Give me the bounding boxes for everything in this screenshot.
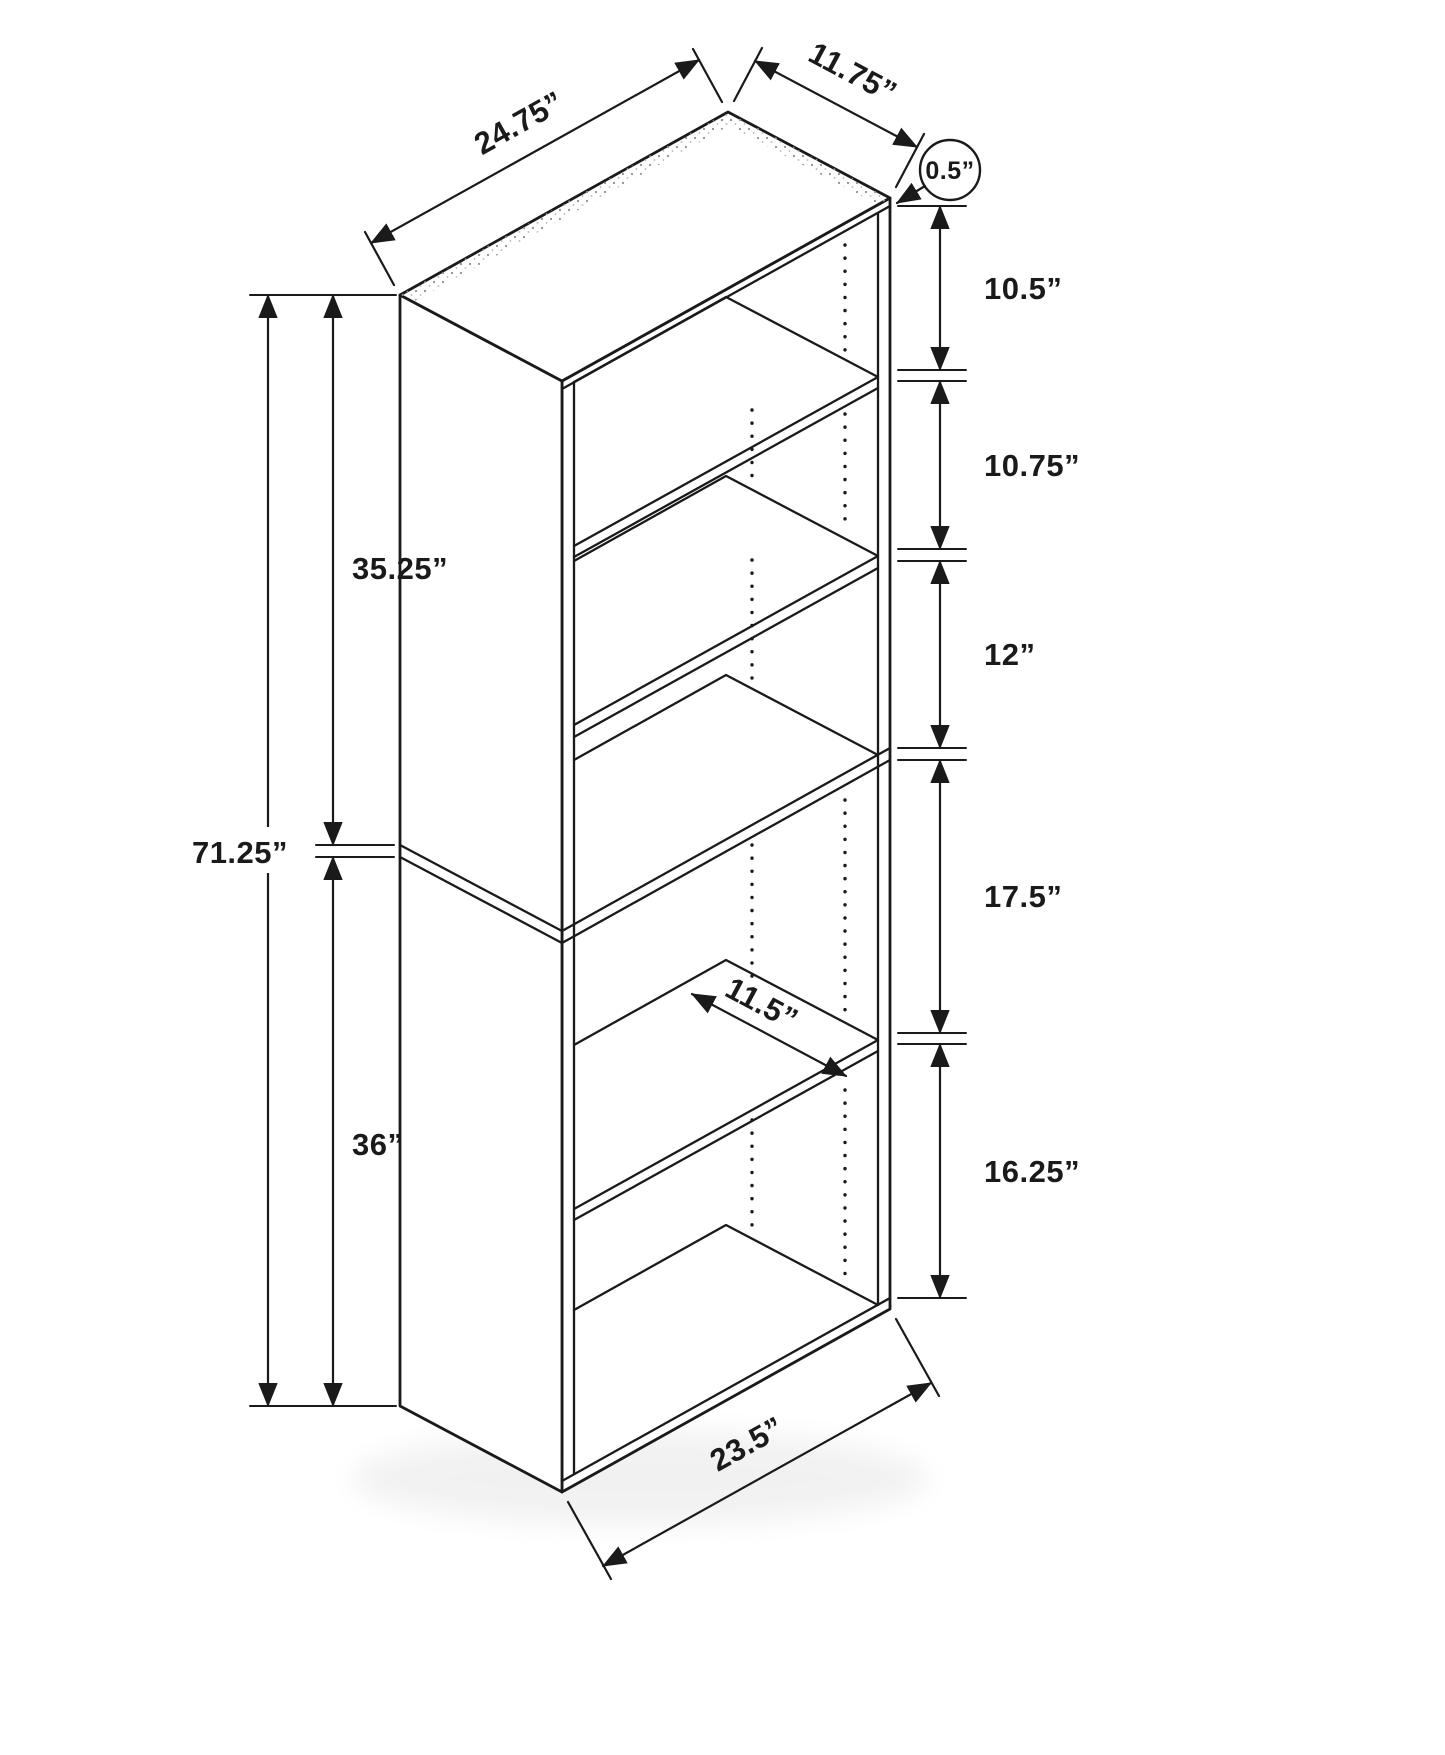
callout-leader-arrow <box>895 182 927 205</box>
front-open-face <box>560 196 892 1494</box>
dim-label-panel-thickness: 0.5” <box>925 157 974 185</box>
bookcase <box>398 110 892 1494</box>
dim-label-lower-section: 36” <box>352 1127 403 1162</box>
dim-label-opening-5: 16.25” <box>984 1154 1080 1189</box>
unit-joint-left-face <box>398 843 564 945</box>
unit-joint-top-panel <box>560 673 892 945</box>
callout-circle <box>918 138 982 202</box>
dim-label-top-depth: 11.75” <box>803 35 903 110</box>
pin-holes-opening-5 <box>750 1088 847 1277</box>
dim-left-heights: 71.25” 35.25” 36” <box>170 293 448 1408</box>
dim-extension-lines <box>363 47 724 287</box>
shelf-1 <box>572 295 880 559</box>
dim-label-upper-section: 35.25” <box>352 551 448 586</box>
dim-panel-thickness: 0.5” <box>895 138 982 205</box>
dim-line <box>753 59 919 149</box>
shelf-2 <box>572 474 880 739</box>
dim-tick-lines <box>897 205 967 1299</box>
dim-right-chain: 10.5” 10.75” 12” 17.5” 16.25” <box>897 204 1080 1300</box>
shelf-pin-holes <box>750 243 847 1277</box>
dim-line <box>690 992 848 1078</box>
dim-extension-lines <box>732 46 926 189</box>
pin-holes-opening-2 <box>750 408 847 532</box>
dim-line <box>369 58 701 245</box>
dim-label-opening-2: 10.75” <box>984 448 1080 483</box>
label-mask <box>170 827 310 873</box>
dim-label-opening-3: 12” <box>984 637 1035 672</box>
dim-label-opening-4: 17.5” <box>984 879 1062 914</box>
dim-label-top-width: 24.75” <box>468 84 569 161</box>
left-side-face <box>398 293 564 1494</box>
dim-label-opening-1: 10.5” <box>984 271 1062 306</box>
dim-extension-lines <box>249 294 397 1407</box>
dim-label-total-height: 71.25” <box>192 835 288 870</box>
dim-line <box>601 1381 933 1568</box>
